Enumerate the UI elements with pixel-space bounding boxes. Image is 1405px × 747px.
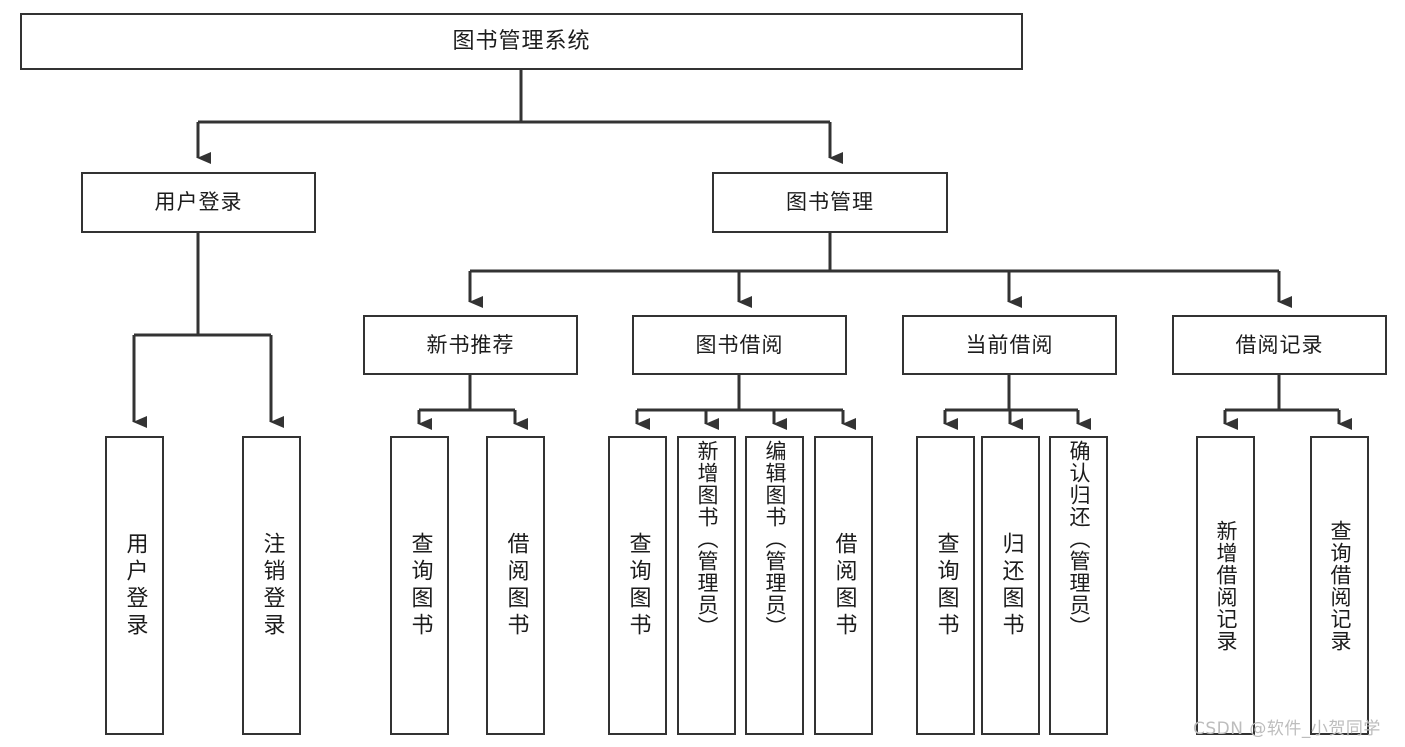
leaf-borrow-query-book[interactable]: 查询图书 bbox=[608, 436, 667, 735]
node-label: 图书借阅 bbox=[695, 332, 784, 357]
node-label: 归还图书 bbox=[998, 531, 1024, 640]
node-label: 图书管理 bbox=[786, 190, 874, 215]
leaf-borrow-borrow-book[interactable]: 借阅图书 bbox=[814, 436, 873, 735]
node-new-book-recommend[interactable]: 新书推荐 bbox=[363, 315, 578, 375]
node-label: 借阅记录 bbox=[1235, 332, 1324, 357]
node-label: 注销登录 bbox=[259, 531, 285, 640]
node-label: 查询图书 bbox=[407, 531, 433, 640]
csdn-watermark: CSDN @软件_小贺同学 bbox=[1193, 719, 1381, 739]
node-label: 编辑图书（管理员） bbox=[763, 440, 787, 638]
node-label: 用户登录 bbox=[122, 531, 148, 640]
node-label: 新增借阅记录 bbox=[1214, 519, 1238, 652]
leaf-user-login-signin[interactable]: 用户登录 bbox=[105, 436, 164, 735]
node-label: 图书管理系统 bbox=[452, 28, 591, 54]
leaf-borrow-edit-book[interactable]: 编辑图书（管理员） bbox=[745, 436, 804, 735]
node-label: 新增图书（管理员） bbox=[695, 440, 719, 638]
node-current-borrow[interactable]: 当前借阅 bbox=[902, 315, 1117, 375]
leaf-records-add-record[interactable]: 新增借阅记录 bbox=[1196, 436, 1255, 735]
leaf-current-query-book[interactable]: 查询图书 bbox=[916, 436, 975, 735]
node-label: 查询图书 bbox=[625, 531, 651, 640]
node-user-login[interactable]: 用户登录 bbox=[81, 172, 316, 233]
node-borrow-records[interactable]: 借阅记录 bbox=[1172, 315, 1387, 375]
node-label: 新书推荐 bbox=[426, 332, 515, 357]
node-label: 查询借阅记录 bbox=[1328, 519, 1352, 652]
node-label: 当前借阅 bbox=[965, 332, 1054, 357]
leaf-new-book-borrow[interactable]: 借阅图书 bbox=[486, 436, 545, 735]
node-book-management[interactable]: 图书管理 bbox=[712, 172, 948, 233]
node-label: 确认归还（管理员） bbox=[1067, 440, 1091, 638]
leaf-new-book-query[interactable]: 查询图书 bbox=[390, 436, 449, 735]
leaf-records-query-record[interactable]: 查询借阅记录 bbox=[1310, 436, 1369, 735]
leaf-user-login-signout[interactable]: 注销登录 bbox=[242, 436, 301, 735]
node-book-borrow[interactable]: 图书借阅 bbox=[632, 315, 847, 375]
node-label: 查询图书 bbox=[933, 531, 959, 640]
leaf-current-return-book[interactable]: 归还图书 bbox=[981, 436, 1040, 735]
node-label: 用户登录 bbox=[154, 190, 243, 215]
node-root-system[interactable]: 图书管理系统 bbox=[20, 13, 1023, 70]
leaf-current-confirm-return[interactable]: 确认归还（管理员） bbox=[1049, 436, 1108, 735]
leaf-borrow-add-book[interactable]: 新增图书（管理员） bbox=[677, 436, 736, 735]
node-label: 借阅图书 bbox=[831, 531, 857, 640]
node-label: 借阅图书 bbox=[503, 531, 529, 640]
